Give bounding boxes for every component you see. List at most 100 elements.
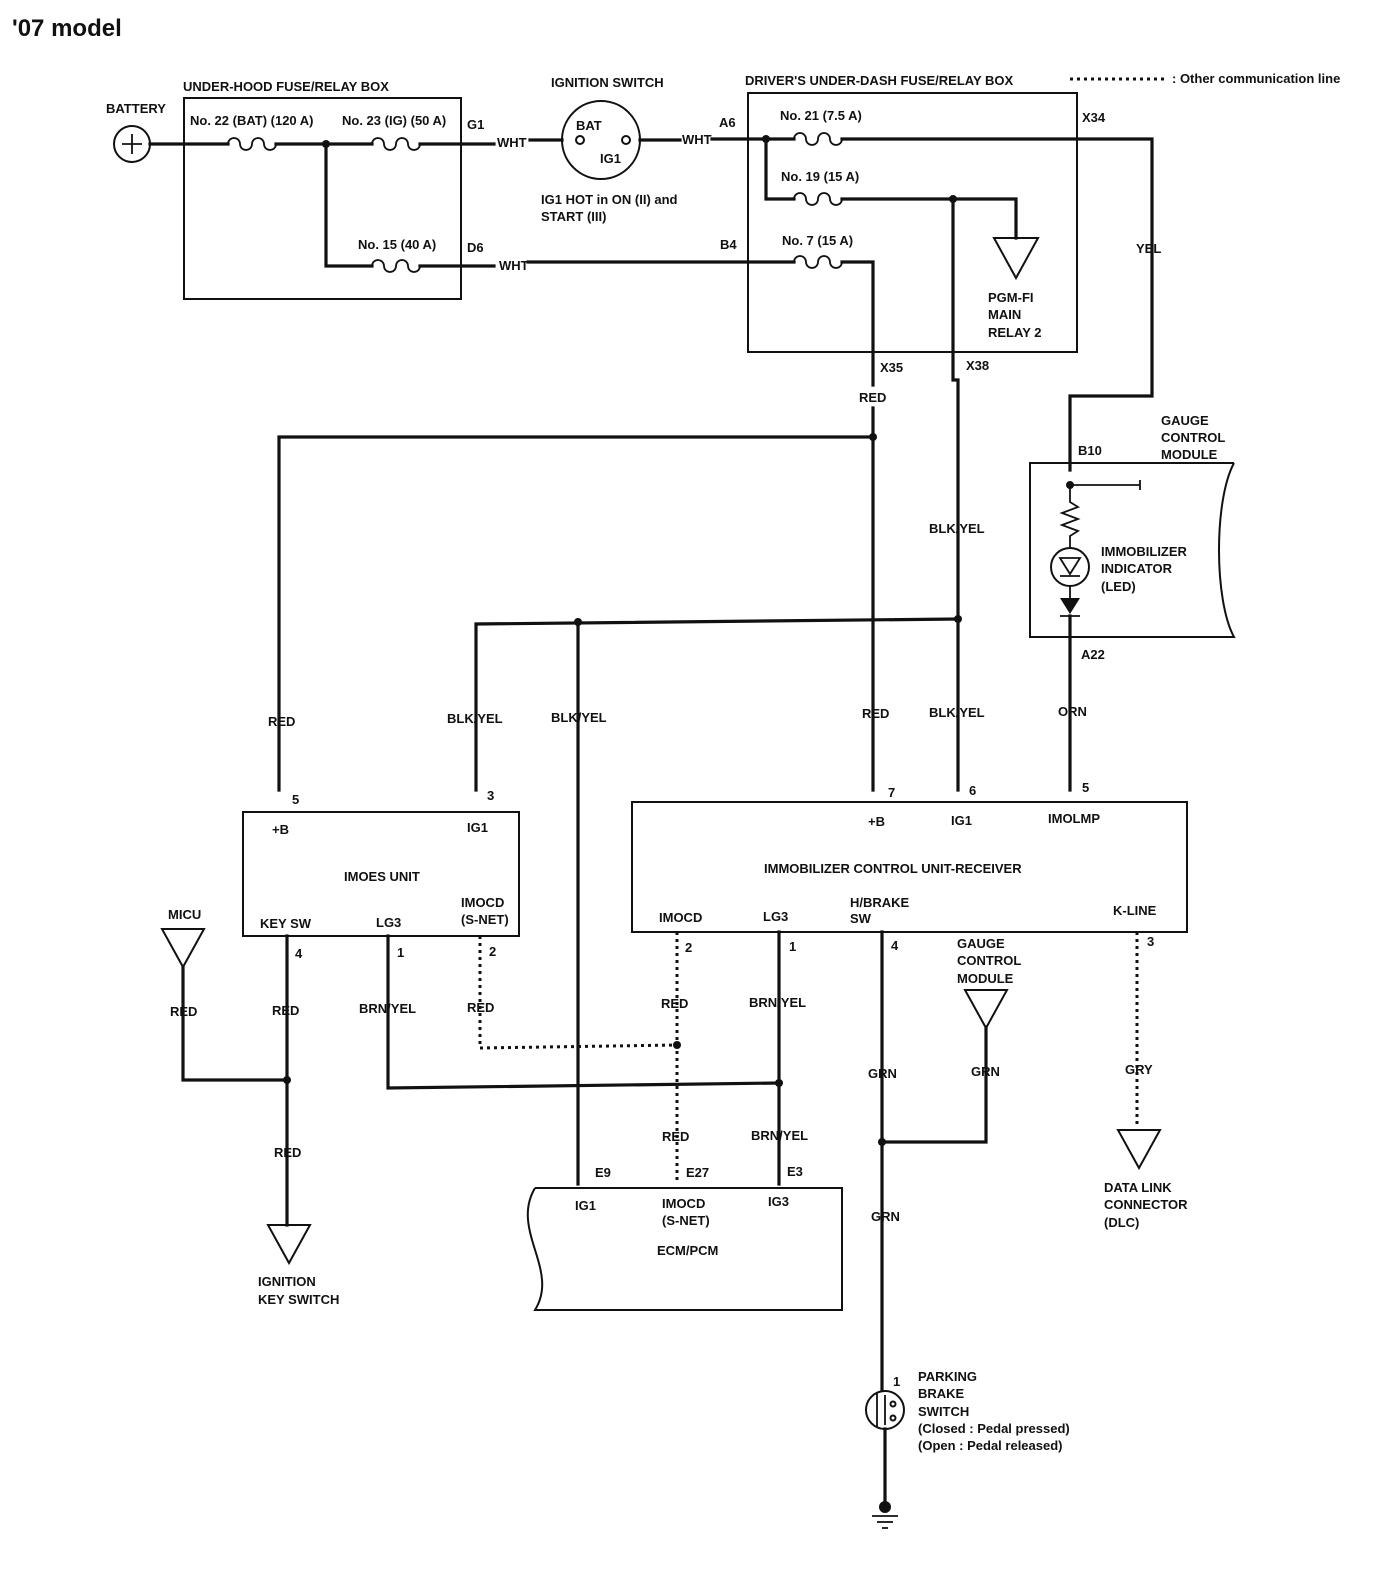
gauge-title-3: MODULE <box>1161 447 1218 462</box>
wire-label-gry: GRY <box>1125 1062 1153 1077</box>
led-label-2: INDICATOR <box>1101 561 1173 576</box>
gauge2-label-3: MODULE <box>957 971 1014 986</box>
imoes-ig1: IG1 <box>467 820 488 835</box>
imoes-imocd-2: (S-NET) <box>461 912 509 927</box>
gauge-title-1: GAUGE <box>1161 413 1209 428</box>
wire-label-red-imocd-icu: RED <box>661 996 688 1011</box>
pin-a22: A22 <box>1081 647 1105 662</box>
wire-label-red-imocd-imoes: RED <box>467 1000 494 1015</box>
wire-label-wht-d6: WHT <box>499 258 529 273</box>
imoes-imocd-1: IMOCD <box>461 895 504 910</box>
icu-pin-3: 3 <box>1147 934 1154 949</box>
ignition-ig1-label: IG1 <box>600 151 621 166</box>
ground-icon <box>872 1501 898 1529</box>
wire-label-red-imocd-ecm: RED <box>662 1129 689 1144</box>
ignition-key-switch-icon <box>266 1224 312 1266</box>
ignition-key-label-1: IGNITION <box>258 1274 316 1289</box>
ecm-imocd-1: IMOCD <box>662 1196 705 1211</box>
imoes-pin-3: 3 <box>487 788 494 803</box>
pin-g1: G1 <box>467 117 484 132</box>
dlc-label-1: DATA LINK <box>1104 1180 1172 1195</box>
gauge2-label-1: GAUGE <box>957 936 1005 951</box>
pin-x35: X35 <box>880 360 903 375</box>
pin-d6: D6 <box>467 240 484 255</box>
fuse-23-label: No. 23 (IG) (50 A) <box>342 113 446 128</box>
gauge-module-connector-icon <box>963 989 1009 1031</box>
fuse-15-label: No. 15 (40 A) <box>358 237 436 252</box>
fuse-15-icon <box>371 259 421 273</box>
ecm-pin-e3: E3 <box>787 1164 803 1179</box>
underdash-box-title: DRIVER'S UNDER-DASH FUSE/RELAY BOX <box>745 73 1014 88</box>
pgm-fi-label-3: RELAY 2 <box>988 325 1041 340</box>
icu-pin-1: 1 <box>789 939 796 954</box>
icu-hbrake-1: H/BRAKE <box>850 895 910 910</box>
ignition-note-2: START (III) <box>541 209 606 224</box>
wire-label-red-ignkey: RED <box>274 1145 301 1160</box>
icu-lg3: LG3 <box>763 909 788 924</box>
underhood-fuse-box <box>183 97 462 300</box>
imoes-title: IMOES UNIT <box>344 869 420 884</box>
led-icon <box>1050 547 1090 587</box>
icu-hbrake-2: SW <box>850 911 872 926</box>
imoes-pin-4: 4 <box>295 946 303 961</box>
ignition-switch-icon <box>561 100 641 180</box>
ignition-bat-label: BAT <box>576 118 602 133</box>
imoes-pin-1: 1 <box>397 945 404 960</box>
icu-pin-4: 4 <box>891 938 899 953</box>
ecm-ig3: IG3 <box>768 1194 789 1209</box>
ignition-note-1: IG1 HOT in ON (II) and <box>541 192 678 207</box>
diagram-title: '07 model <box>12 15 122 42</box>
parking-label-5: (Open : Pedal released) <box>918 1438 1063 1453</box>
ignition-switch-title: IGNITION SWITCH <box>551 75 664 90</box>
gauge2-label-2: CONTROL <box>957 953 1021 968</box>
icu-title: IMMOBILIZER CONTROL UNIT-RECEIVER <box>764 861 1022 876</box>
imoes-pin-5: 5 <box>292 792 299 807</box>
battery-label: BATTERY <box>106 101 166 116</box>
icu-imolmp: IMOLMP <box>1048 811 1100 826</box>
icu-pin-7: 7 <box>888 785 895 800</box>
ecm-title: ECM/PCM <box>657 1243 718 1258</box>
wire-label-grn-icu: GRN <box>868 1066 897 1081</box>
wire-label-yel: YEL <box>1136 241 1161 256</box>
pin-b10: B10 <box>1078 443 1102 458</box>
pin-a6: A6 <box>719 115 736 130</box>
icu-pin-5: 5 <box>1082 780 1089 795</box>
wire-label-wht-g1: WHT <box>497 135 527 150</box>
underhood-box-title: UNDER-HOOD FUSE/RELAY BOX <box>183 79 389 94</box>
fuse-22-label: No. 22 (BAT) (120 A) <box>190 113 314 128</box>
icu-kline: K-LINE <box>1113 903 1157 918</box>
pgm-fi-label-2: MAIN <box>988 307 1021 322</box>
fuse-19-label: No. 19 (15 A) <box>781 169 859 184</box>
ecm-pcm-box <box>526 1187 843 1311</box>
dlc-label-2: CONNECTOR <box>1104 1197 1188 1212</box>
wire-label-blk-yel-ecm: BLK/YEL <box>551 710 607 725</box>
led-label-3: (LED) <box>1101 579 1136 594</box>
wire-label-red-x35: RED <box>859 390 886 405</box>
parking-pin-1: 1 <box>893 1374 900 1389</box>
fuse-7-icon <box>793 255 843 269</box>
wire-label-grn-gauge: GRN <box>971 1064 1000 1079</box>
micu-connector-icon <box>160 928 206 970</box>
dlc-label-3: (DLC) <box>1104 1215 1139 1230</box>
gauge-module-box <box>1029 462 1236 638</box>
gauge-title-2: CONTROL <box>1161 430 1225 445</box>
wire-label-wht-a6: WHT <box>682 132 712 147</box>
pin-x34: X34 <box>1082 110 1106 125</box>
wire-label-blk-yel-imoes: BLK/YEL <box>447 711 503 726</box>
pin-b4: B4 <box>720 237 737 252</box>
wire-label-red-icu: RED <box>862 706 889 721</box>
imoes-unit-box <box>242 811 520 937</box>
wire-label-grn-brake: GRN <box>871 1209 900 1224</box>
wire-label-brn-yel-icu: BRN/YEL <box>749 995 806 1010</box>
diode-icon <box>1060 598 1080 614</box>
parking-label-3: SWITCH <box>918 1404 969 1419</box>
wire-label-red-keysw: RED <box>272 1003 299 1018</box>
micu-label: MICU <box>168 907 201 922</box>
fuse-22-icon <box>227 137 277 151</box>
wire-label-brn-yel-imoes: BRN/YEL <box>359 1001 416 1016</box>
wire-label-red-imoes: RED <box>268 714 295 729</box>
fuse-21-label: No. 21 (7.5 A) <box>780 108 862 123</box>
imoes-lg3: LG3 <box>376 915 401 930</box>
wire-label-brn-yel-ecm: BRN/YEL <box>751 1128 808 1143</box>
